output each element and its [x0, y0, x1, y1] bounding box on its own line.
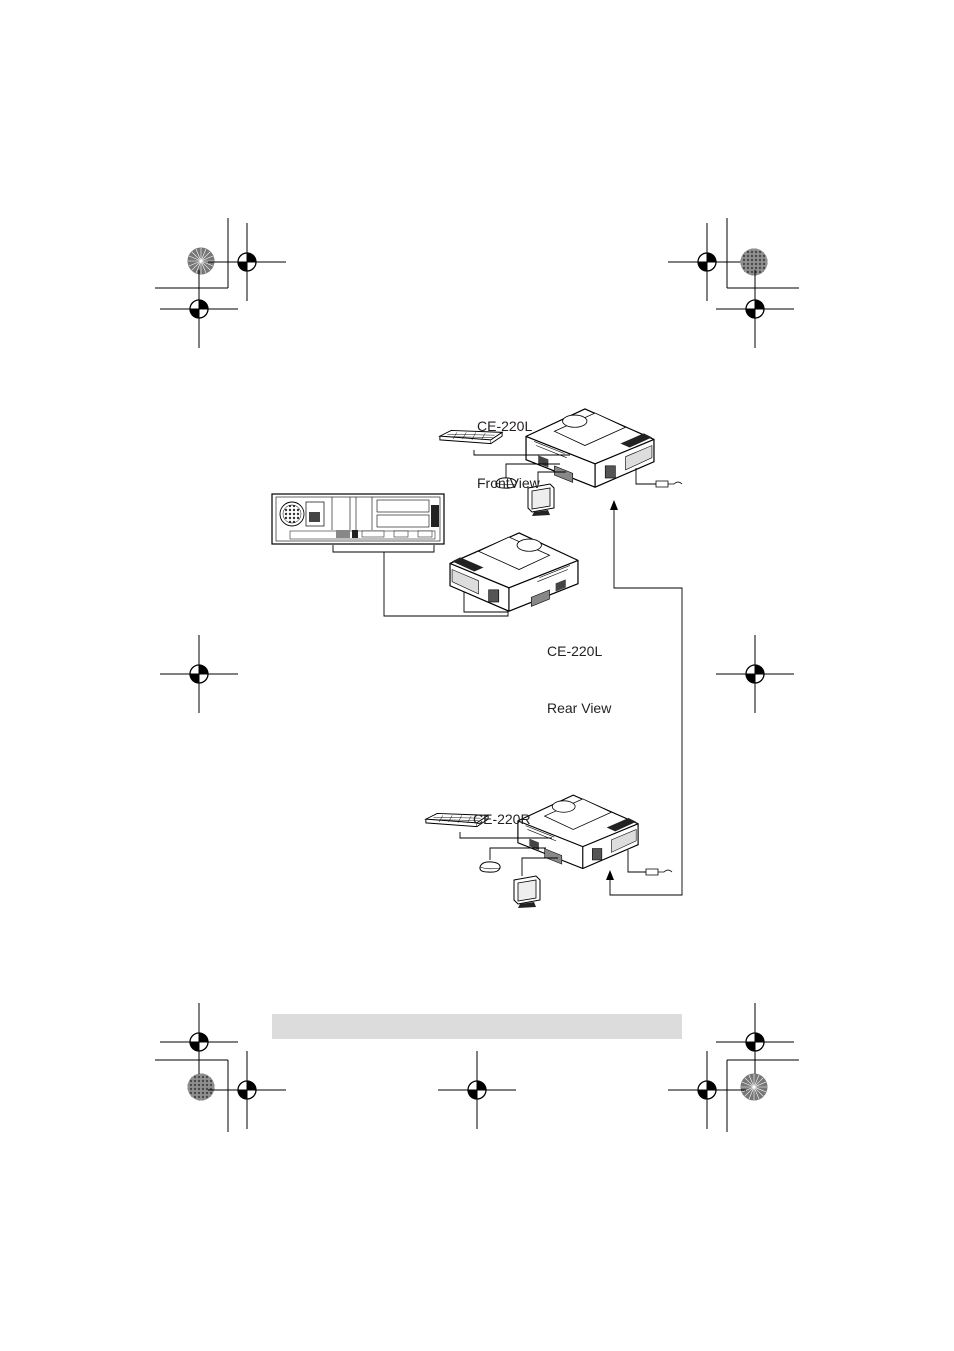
- registration-crosshair: [159, 269, 239, 349]
- registration-crosshair: [437, 1050, 517, 1130]
- power-plug-icon: [645, 868, 673, 876]
- registration-rosette: [740, 1073, 768, 1101]
- ce220r-label: CE-220R: [473, 811, 531, 827]
- power-plug-icon: [655, 480, 683, 488]
- arrow-up-icon: [606, 870, 614, 880]
- registration-crosshair: [159, 634, 239, 714]
- arrow-up-icon: [610, 500, 618, 510]
- ce220l-rear-unit: [449, 532, 579, 612]
- registration-crosshair: [667, 1050, 747, 1130]
- computer-rear-panel: [271, 493, 445, 545]
- registration-crosshair: [715, 634, 795, 714]
- ce220r-unit: [517, 794, 639, 870]
- registration-rosette: [187, 1073, 215, 1101]
- link-cable: [609, 508, 683, 896]
- registration-crosshair: [667, 222, 747, 302]
- ce220l-rear-view-label: CE-220L Rear View: [547, 643, 612, 716]
- registration-crosshair: [715, 1002, 795, 1082]
- registration-crosshair: [715, 269, 795, 349]
- ce220l-front-unit: [525, 408, 655, 488]
- registration-crosshair: [159, 1002, 239, 1082]
- registration-crosshair: [207, 222, 287, 302]
- remote-cables: [459, 832, 646, 876]
- ce220l-front-view-label: CE-220L FrontView: [477, 418, 540, 491]
- registration-rosette: [740, 248, 768, 276]
- registration-rosette: [187, 247, 215, 275]
- mouse-icon: [479, 861, 501, 873]
- monitor-icon: [513, 875, 541, 909]
- front-cables: [473, 450, 656, 485]
- footer-bar: [272, 1014, 682, 1039]
- registration-crosshair: [207, 1050, 287, 1130]
